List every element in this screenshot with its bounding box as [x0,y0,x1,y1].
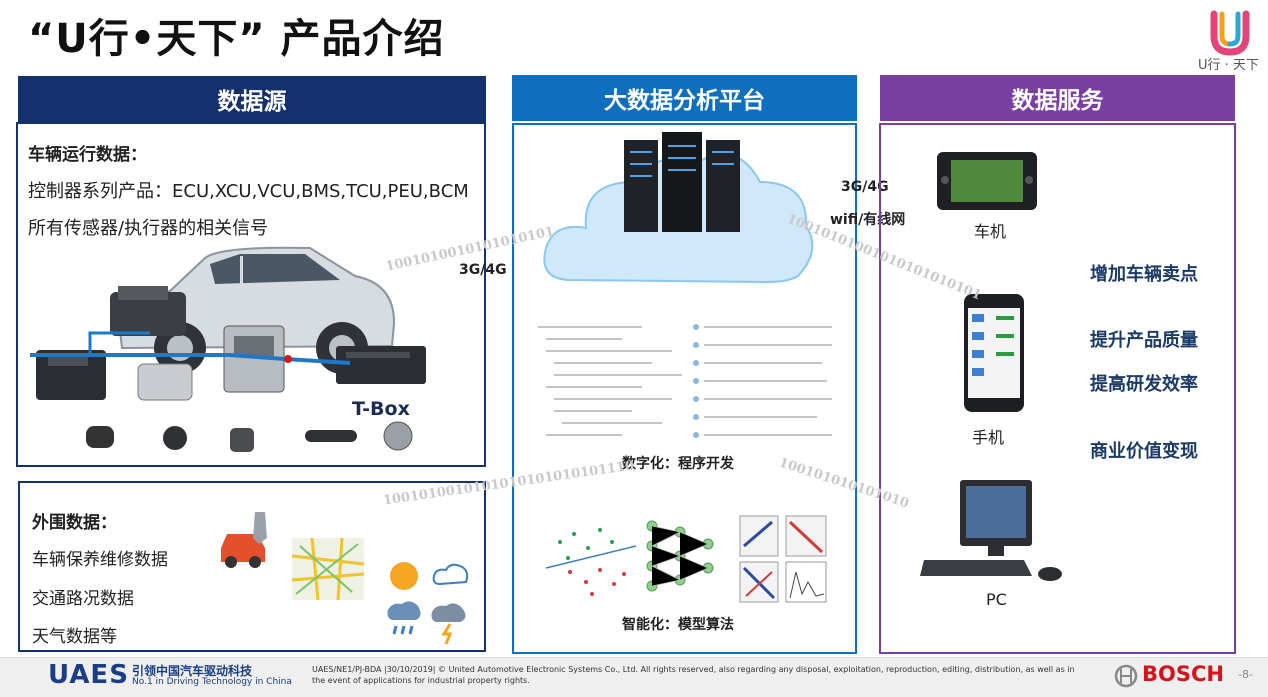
maintenance-data-line: 车辆保养维修数据 [32,550,168,570]
left-network-label: 3G/4G [459,262,507,278]
thunderstorm-icon [431,603,466,645]
sensors-row-image [86,421,413,452]
data-services-panel [879,123,1236,654]
car-headunit-image [937,152,1037,210]
cloud-server-image [543,132,814,284]
service-monetize-value: 商业价值变现 [1090,441,1198,462]
service-improve-quality: 提升产品质量 [1090,330,1198,351]
cloud-icon [432,563,469,586]
tcu-module-image [137,363,193,401]
controller-products-line: 控制器系列产品：ECU,XCU,VCU,BMS,TCU,PEU,BCM [28,181,469,202]
phone-label: 手机 [972,428,1005,447]
wifi-network-label: wifi/有线网 [830,212,906,228]
rain-icon [387,601,421,635]
headunit-label: 车机 [974,222,1007,241]
uaes-slogan-cn: 引领中国汽车驱动科技 [132,664,253,678]
uaes-logo: UAES [48,660,129,690]
header-analytics-platform: 大数据分析平台 [512,75,857,121]
u-xing-logo-icon [1210,10,1250,56]
weather-data-line: 天气数据等 [32,627,117,647]
service-improve-rd-efficiency: 提高研发效率 [1090,374,1198,395]
desktop-pc-image [920,480,1062,581]
traffic-map-icon [292,538,364,600]
smart-model-label: 智能化：模型算法 [622,617,734,633]
peripheral-data-title: 外围数据： [32,513,117,533]
copyright-notice: UAES/NE1/PJ-BDA |30/10/2019| © United Au… [312,665,1075,685]
neural-network-model-image [545,515,827,603]
vehicle-data-panel [16,122,486,467]
right-network-label: 3G/4G [841,179,889,195]
bosch-armature-icon [1114,664,1138,688]
sensor-signals-line: 所有传感器/执行器的相关信号 [28,218,269,239]
vcu-module-image [223,325,285,393]
bcm-module-image [36,350,106,400]
digital-program-label: 数字化：程序开发 [622,456,734,472]
sun-icon [390,562,418,590]
bosch-logo: BOSCH [1142,662,1224,686]
car-repair-icon [221,512,267,568]
logo-text: U行 · 天下 [1198,58,1259,73]
tbox-device-image [336,346,426,384]
vehicle-data-title: 车辆运行数据： [28,145,147,165]
page-title: “U行•天下” 产品介绍 [28,16,445,62]
tbox-label: T-Box [352,398,410,420]
peripheral-data-panel [18,481,486,652]
service-add-selling-points: 增加车辆卖点 [1090,264,1198,285]
uaes-slogan-en: No.1 in Driving Technology in China [132,677,292,687]
footer-bar [0,657,1268,697]
header-data-services: 数据服务 [880,75,1235,121]
ecu-module-image [110,286,186,336]
wiring-lines [30,331,351,365]
page-number: -8- [1238,668,1253,681]
header-data-source: 数据源 [18,76,486,122]
source-code-image [532,315,852,460]
analytics-platform-panel [512,123,857,654]
pc-label: PC [986,590,1007,609]
traffic-data-line: 交通路况数据 [32,589,134,609]
smartphone-image [964,294,1024,412]
